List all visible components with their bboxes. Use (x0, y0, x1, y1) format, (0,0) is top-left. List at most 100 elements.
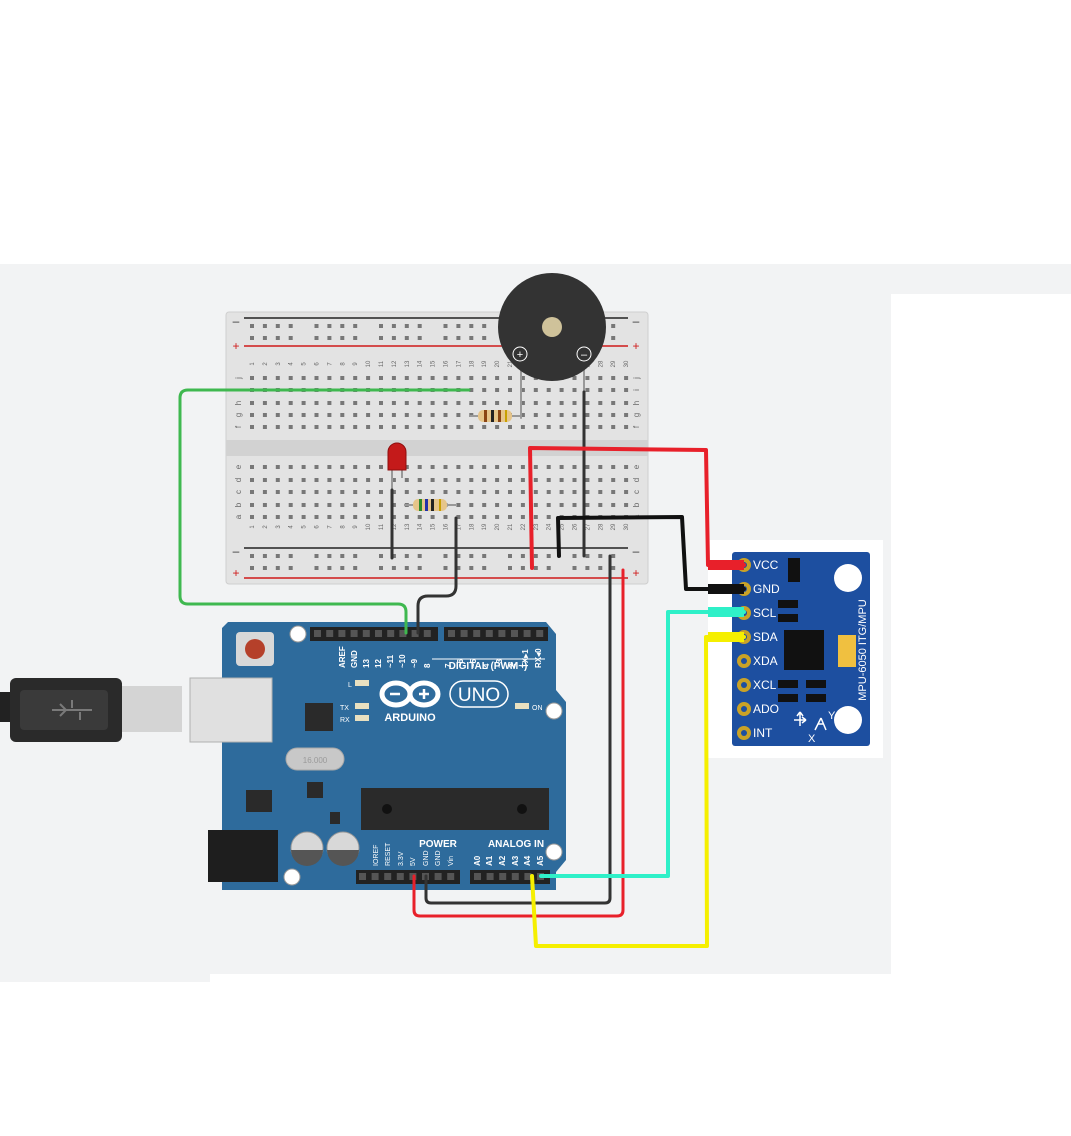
piezo-buzzer[interactable]: + – (498, 273, 606, 392)
tie-point[interactable] (288, 425, 293, 429)
tie-point[interactable] (456, 413, 461, 417)
rail-hole[interactable] (391, 324, 396, 328)
tie-point[interactable] (262, 376, 267, 380)
header-pin[interactable] (485, 630, 493, 637)
tie-point[interactable] (430, 376, 435, 380)
rail-hole[interactable] (520, 554, 525, 558)
tie-point[interactable] (456, 490, 461, 494)
tie-point[interactable] (262, 425, 267, 429)
header-pin[interactable] (434, 873, 442, 880)
tie-point[interactable] (456, 503, 461, 507)
tie-point[interactable] (417, 465, 422, 469)
tie-point[interactable] (533, 413, 538, 417)
tie-point[interactable] (572, 465, 577, 469)
tie-point[interactable] (559, 465, 564, 469)
tie-point[interactable] (533, 401, 538, 405)
tie-point[interactable] (520, 401, 525, 405)
tie-point[interactable] (430, 515, 435, 519)
tie-point[interactable] (430, 478, 435, 482)
tie-point[interactable] (314, 425, 319, 429)
tie-point[interactable] (275, 503, 280, 507)
tie-point[interactable] (508, 478, 512, 482)
tie-point[interactable] (275, 465, 280, 469)
tie-point[interactable] (495, 465, 500, 469)
tie-point[interactable] (314, 465, 319, 469)
tie-point[interactable] (443, 401, 448, 405)
tie-point[interactable] (520, 478, 525, 482)
wire-gnd-arduino[interactable] (424, 554, 612, 905)
rail-hole[interactable] (585, 554, 590, 558)
rail-hole[interactable] (250, 566, 254, 570)
tie-point[interactable] (546, 503, 551, 507)
tie-point[interactable] (353, 465, 358, 469)
tie-point[interactable] (559, 388, 564, 392)
tie-point[interactable] (520, 490, 525, 494)
tie-point[interactable] (443, 413, 448, 417)
reset-button-cap[interactable] (245, 639, 265, 659)
tie-point[interactable] (250, 425, 254, 429)
tie-point[interactable] (353, 490, 358, 494)
resistor-top[interactable] (470, 410, 520, 422)
tie-point[interactable] (391, 376, 396, 380)
tie-point[interactable] (379, 478, 383, 482)
rail-hole[interactable] (611, 554, 616, 558)
rail-hole[interactable] (611, 566, 616, 570)
tie-point[interactable] (585, 413, 590, 417)
tie-point[interactable] (379, 503, 383, 507)
tie-point[interactable] (443, 515, 448, 519)
tie-point[interactable] (495, 376, 500, 380)
rail-hole[interactable] (611, 336, 616, 340)
rail-hole[interactable] (443, 554, 448, 558)
tie-point[interactable] (559, 413, 564, 417)
tie-point[interactable] (624, 413, 629, 417)
rail-hole[interactable] (314, 566, 319, 570)
tie-point[interactable] (482, 515, 487, 519)
tie-point[interactable] (340, 413, 345, 417)
rail-hole[interactable] (482, 336, 487, 340)
rail-hole[interactable] (353, 336, 358, 340)
tie-point[interactable] (469, 490, 474, 494)
rail-hole[interactable] (456, 554, 461, 558)
tie-point[interactable] (508, 376, 512, 380)
rail-hole[interactable] (585, 566, 590, 570)
rail-hole[interactable] (611, 324, 616, 328)
rail-hole[interactable] (379, 336, 383, 340)
tie-point[interactable] (585, 376, 590, 380)
header-pin[interactable] (423, 630, 431, 637)
tie-point[interactable] (624, 376, 629, 380)
tie-point[interactable] (379, 401, 383, 405)
tie-point[interactable] (288, 490, 293, 494)
tie-point[interactable] (391, 413, 396, 417)
tie-point[interactable] (520, 503, 525, 507)
tie-point[interactable] (559, 425, 564, 429)
header-pin[interactable] (314, 630, 321, 637)
rail-hole[interactable] (262, 566, 267, 570)
tie-point[interactable] (353, 376, 358, 380)
header-pin[interactable] (474, 873, 481, 880)
tie-point[interactable] (327, 401, 332, 405)
tie-point[interactable] (508, 515, 512, 519)
rail-hole[interactable] (262, 336, 267, 340)
header-pin[interactable] (473, 630, 481, 637)
rail-hole[interactable] (456, 336, 461, 340)
tie-point[interactable] (404, 465, 409, 469)
rail-hole[interactable] (340, 336, 345, 340)
wire-red-5v[interactable] (412, 568, 625, 918)
rail-hole[interactable] (456, 566, 461, 570)
tie-point[interactable] (250, 515, 254, 519)
tie-point[interactable] (262, 478, 267, 482)
header-pin[interactable] (362, 630, 370, 637)
tie-point[interactable] (533, 465, 538, 469)
rail-hole[interactable] (443, 566, 448, 570)
tie-point[interactable] (366, 425, 371, 429)
tie-point[interactable] (288, 413, 293, 417)
tie-point[interactable] (391, 503, 396, 507)
tie-point[interactable] (340, 515, 345, 519)
tie-point[interactable] (585, 490, 590, 494)
header-pin[interactable] (524, 873, 532, 880)
rail-hole[interactable] (404, 554, 409, 558)
red-led[interactable] (387, 442, 407, 490)
rail-hole[interactable] (417, 324, 422, 328)
rail-hole[interactable] (391, 554, 396, 558)
resistor-bottom[interactable] (404, 499, 456, 511)
